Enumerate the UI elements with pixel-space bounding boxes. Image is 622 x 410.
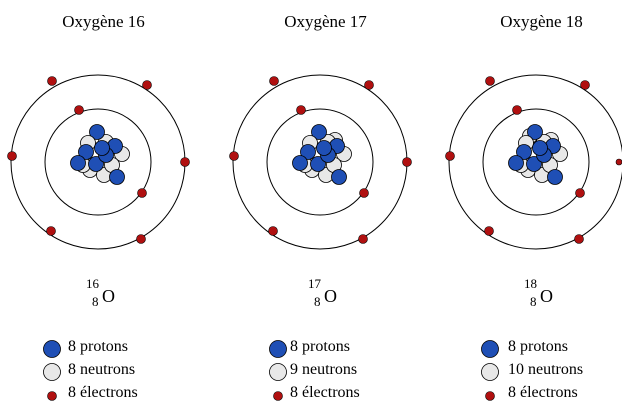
electron <box>74 105 84 115</box>
proton <box>310 156 326 172</box>
proton <box>89 124 105 140</box>
electron <box>136 234 146 244</box>
legend-protons-label: 8 protons <box>290 338 350 355</box>
neutron-icon <box>481 363 499 381</box>
atom-diagram <box>229 74 412 250</box>
proton <box>547 169 563 185</box>
legend-electrons-label: 8 électrons <box>290 384 360 401</box>
electron <box>364 80 374 90</box>
proton <box>88 156 104 172</box>
proton-icon <box>269 340 287 358</box>
electron <box>46 226 56 236</box>
electron <box>512 105 522 115</box>
element-symbol: O <box>540 286 553 306</box>
isotope-title: Oxygène 17 <box>284 12 367 31</box>
proton <box>78 144 94 160</box>
isotope-oxygen-18: Oxygène 18 <box>438 0 622 410</box>
electron-icon <box>485 391 495 401</box>
electrons <box>7 76 190 244</box>
proton <box>292 155 308 171</box>
isotope-oxygen-17: Oxygène 17 <box>222 0 429 410</box>
electron <box>358 234 368 244</box>
isotope-notation: 18 8 O <box>518 272 578 312</box>
electron-icon <box>273 391 283 401</box>
proton <box>526 156 542 172</box>
electron <box>296 105 306 115</box>
proton <box>331 169 347 185</box>
electron <box>269 76 279 86</box>
electrons <box>445 76 622 244</box>
mass-number: 17 <box>308 276 321 291</box>
neutron-icon <box>43 363 61 381</box>
inner-orbit <box>44 108 152 216</box>
inner-orbit <box>482 108 590 216</box>
legend-electrons-label: 8 électrons <box>508 384 578 401</box>
element-symbol: O <box>102 286 115 306</box>
proton <box>311 124 327 140</box>
proton <box>316 140 332 156</box>
atomic-number: 8 <box>530 294 537 309</box>
isotope-oxygen-16: Oxygène 16 <box>0 0 207 410</box>
electron <box>615 158 622 166</box>
isotope-title: Oxygène 18 <box>500 12 583 31</box>
atomic-number: 8 <box>92 294 99 309</box>
nucleus <box>508 124 568 185</box>
electrons <box>229 76 412 244</box>
electron <box>137 188 147 198</box>
electron <box>229 151 239 161</box>
element-symbol: O <box>324 286 337 306</box>
legend-neutrons-label: 8 neutrons <box>68 361 136 378</box>
inner-orbit <box>266 108 374 216</box>
proton <box>532 140 548 156</box>
atomic-number: 8 <box>314 294 321 309</box>
electron <box>402 157 412 167</box>
legend-protons-label: 8 protons <box>68 338 128 355</box>
proton <box>527 124 543 140</box>
electron <box>580 80 590 90</box>
electron <box>575 188 585 198</box>
neutron-icon <box>269 363 287 381</box>
electron <box>485 76 495 86</box>
proton <box>70 155 86 171</box>
electron <box>47 76 57 86</box>
outer-orbit <box>448 74 622 250</box>
proton <box>508 155 524 171</box>
atom-diagram <box>7 74 190 250</box>
electron <box>445 151 455 161</box>
isotope-notation: 16 8 O <box>80 272 140 312</box>
legend-protons-label: 8 protons <box>508 338 568 355</box>
proton <box>109 169 125 185</box>
nucleus <box>70 124 130 185</box>
mass-number: 16 <box>86 276 99 291</box>
nucleus <box>292 124 352 185</box>
legend-neutrons-label: 10 neutrons <box>508 361 584 378</box>
proton <box>94 140 110 156</box>
electron <box>484 226 494 236</box>
proton <box>300 144 316 160</box>
mass-number: 18 <box>524 276 537 291</box>
electron <box>7 151 17 161</box>
electron-icon <box>47 391 57 401</box>
electron <box>268 226 278 236</box>
proton-icon <box>481 340 499 358</box>
electron <box>180 157 190 167</box>
isotope-title: Oxygène 16 <box>62 12 145 31</box>
electron <box>142 80 152 90</box>
atom-diagram <box>445 74 622 250</box>
legend-electrons-label: 8 électrons <box>68 384 138 401</box>
legend-neutrons-label: 9 neutrons <box>290 361 358 378</box>
electron <box>574 234 584 244</box>
isotope-notation: 17 8 O <box>302 272 362 312</box>
proton <box>516 144 532 160</box>
proton-icon <box>43 340 61 358</box>
electron <box>359 188 369 198</box>
